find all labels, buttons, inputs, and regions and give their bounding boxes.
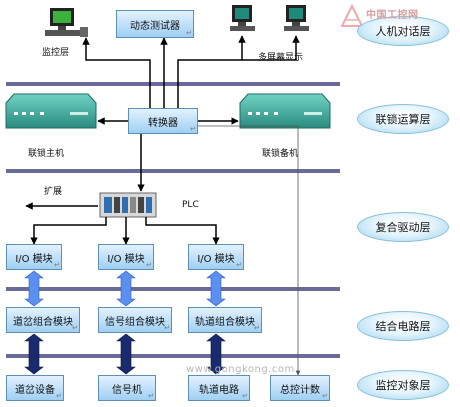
double-arrow-combo-device (24, 333, 44, 375)
plc-icon (99, 192, 157, 218)
device-label: 道岔设备 (15, 384, 55, 396)
io-module-box: I/O 模块↵ (98, 244, 154, 270)
double-arrow-io-combo (116, 270, 136, 307)
terminal-icon (284, 5, 309, 31)
device-label: 信号机 (112, 384, 142, 396)
connector-lines (25, 35, 300, 245)
layer-ellipse: 复合驱动层 (357, 212, 449, 242)
bus-bar-2 (6, 169, 340, 173)
computer-icon (45, 8, 88, 37)
device-box: 总控计数↵ (270, 375, 330, 401)
layer-ellipse: 结合电路层 (357, 311, 449, 341)
device-box: 道岔设备↵ (6, 375, 64, 401)
bus-bar-4 (6, 354, 340, 358)
device-label: 总控计数 (280, 384, 320, 396)
double-arrow-io-combo (24, 270, 44, 307)
combo-module-box: 道岔组合模块↵ (6, 307, 80, 333)
io-module-label: I/O 模块 (107, 253, 145, 265)
io-module-label: I/O 模块 (197, 253, 235, 265)
switch-label: 转换器 (148, 117, 178, 129)
layer-label: 监控对象层 (375, 379, 431, 392)
device-label: 轨道电路 (199, 384, 239, 396)
backup-unit-label: 联锁备机 (262, 149, 299, 159)
watermark-url: www.gongkong.com (186, 364, 295, 375)
expand-label: 扩展 (44, 187, 63, 197)
layer-ellipse: 监控对象层 (357, 370, 449, 400)
combo-module-box: 轨道组合模块↵ (188, 307, 262, 333)
plc-label: PLC (182, 200, 199, 210)
combo-module-label: 信号组合模块 (105, 316, 165, 328)
double-arrow-combo-device (116, 333, 136, 375)
monitor-label: 监控层 (42, 48, 70, 58)
double-arrow-combo-device (206, 333, 226, 375)
double-arrows-light (24, 270, 226, 307)
multiscreen-label: 多屏幕显示 (258, 53, 304, 63)
device-box: 信号机↵ (98, 375, 156, 401)
io-module-label: I/O 模块 (15, 253, 53, 265)
layer-label: 结合电路层 (375, 320, 431, 333)
server-icon (5, 93, 97, 129)
dynamic-tester-box: 动态测试器↵ (116, 10, 194, 38)
layer-ellipse: 人机对话层 (357, 16, 449, 46)
layer-label: 联锁运算层 (375, 113, 431, 126)
count-line (198, 125, 301, 376)
dynamic-tester-label: 动态测试器 (130, 20, 180, 32)
double-arrows-dark (24, 333, 226, 375)
double-arrow-io-combo (206, 270, 226, 307)
combo-module-label: 道岔组合模块 (13, 316, 73, 328)
bus-bar-3 (6, 287, 340, 291)
server-icon (239, 93, 331, 129)
layer-label: 人机对话层 (375, 25, 431, 38)
io-module-box: I/O 模块↵ (6, 244, 62, 270)
layer-label: 复合驱动层 (375, 221, 431, 234)
combo-module-label: 轨道组合模块 (195, 316, 255, 328)
layer-ellipse: 联锁运算层 (357, 104, 449, 134)
logo-icon (340, 3, 364, 27)
device-box: 轨道电路↵ (188, 375, 250, 401)
terminal-icon (230, 5, 255, 31)
bus-bar-1 (6, 82, 340, 86)
combo-module-box: 信号组合模块↵ (98, 307, 172, 333)
io-module-box: I/O 模块↵ (188, 244, 244, 270)
main-unit-label: 联锁主机 (28, 149, 65, 159)
switch-box: 转换器↵ (128, 108, 198, 134)
watermark-logo-text: 中国工控网 (366, 10, 419, 21)
